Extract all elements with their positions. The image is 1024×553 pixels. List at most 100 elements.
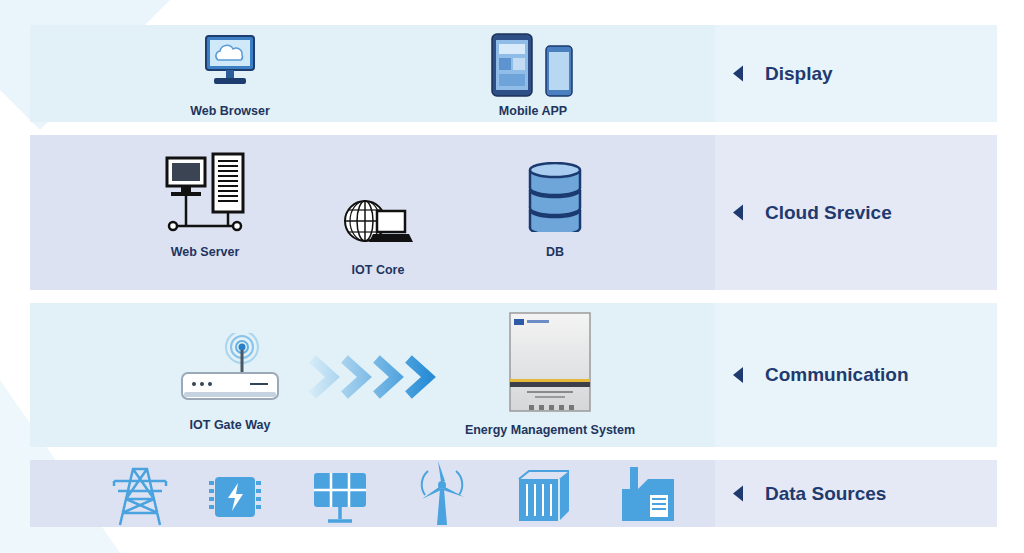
icon-part xyxy=(510,379,590,382)
icon-part xyxy=(209,481,214,485)
component-item: Web Browser xyxy=(186,32,274,119)
icon-part xyxy=(241,350,244,375)
icon-part xyxy=(513,58,525,70)
icon-part xyxy=(213,154,243,212)
icon-part xyxy=(549,405,554,410)
band-highlight xyxy=(715,25,997,122)
icon-part xyxy=(172,163,200,181)
wind-turbine-icon xyxy=(437,489,447,525)
component-item: Mobile APP xyxy=(488,32,578,119)
icon-part xyxy=(499,74,525,86)
icon-part xyxy=(182,373,278,399)
icon-part xyxy=(535,396,565,398)
pointer-triangle xyxy=(733,486,743,502)
icon-part xyxy=(218,190,238,192)
icon-part xyxy=(239,344,246,351)
source-icon xyxy=(519,471,569,521)
icon-part xyxy=(218,165,238,167)
icon-part xyxy=(499,44,525,54)
icon-part xyxy=(192,382,196,386)
icon-part xyxy=(256,481,261,485)
icon-part xyxy=(169,222,177,230)
pylon-icon xyxy=(114,469,166,525)
source-icon xyxy=(622,467,674,521)
component-caption: Energy Management System xyxy=(461,423,639,438)
band-highlight xyxy=(715,460,997,527)
icon-part xyxy=(200,382,204,386)
icon-part xyxy=(218,180,238,182)
icon-part xyxy=(652,503,666,505)
icon-part xyxy=(492,34,532,96)
component-caption: IOT Gate Way xyxy=(180,418,280,433)
icon-part xyxy=(171,192,201,196)
layer-label: Cloud Srevice xyxy=(765,202,892,224)
icon-part xyxy=(527,391,573,393)
mobile-icon xyxy=(488,32,578,98)
icon-part xyxy=(422,461,464,499)
component-caption: Web Browser xyxy=(186,104,274,119)
icon-part xyxy=(539,405,544,410)
icon-part xyxy=(377,211,405,232)
band-highlight xyxy=(715,303,997,447)
icon-part xyxy=(530,163,580,177)
icon-part xyxy=(549,52,569,90)
icon-part xyxy=(227,212,230,226)
pointer-triangle xyxy=(733,66,743,82)
component-item: IOT Core xyxy=(343,195,413,278)
icon-part xyxy=(328,507,352,521)
icon-part xyxy=(256,497,261,501)
pointer-triangle xyxy=(733,367,743,383)
icon-part xyxy=(256,505,261,509)
container-icon xyxy=(519,471,569,521)
factory-icon xyxy=(622,467,674,521)
source-icon xyxy=(209,477,261,517)
layer-label: Data Sources xyxy=(765,483,886,505)
icon-part xyxy=(569,405,574,410)
component-caption: DB xyxy=(526,245,584,260)
component-item: Energy Management System xyxy=(461,312,639,438)
icon-part xyxy=(652,508,666,510)
icon-part xyxy=(526,484,528,516)
layer-label: Communication xyxy=(765,364,909,386)
battery-icon xyxy=(215,477,255,517)
bolt-mark xyxy=(228,483,243,511)
component-item: Web Server xyxy=(163,152,247,260)
icon-part xyxy=(510,382,590,387)
icon-part xyxy=(184,392,276,397)
source-icon xyxy=(314,473,366,521)
component-item: IOT Gate Way xyxy=(180,333,280,433)
icon-part xyxy=(256,489,261,493)
component-caption: IOT Core xyxy=(343,263,413,278)
icon-part xyxy=(499,58,511,70)
layer-band: Cloud Srevice Web ServerIOT Core DB xyxy=(30,135,997,290)
icon-part xyxy=(514,319,524,325)
icon-part xyxy=(185,196,188,226)
icon-part xyxy=(208,382,212,386)
browser-icon xyxy=(202,32,258,88)
icon-part xyxy=(218,175,238,177)
flow-chevrons xyxy=(312,359,428,395)
icon-part xyxy=(209,497,214,501)
icon-part xyxy=(226,70,234,78)
icon-part xyxy=(314,473,366,507)
db-icon xyxy=(526,162,584,232)
icon-part xyxy=(422,471,463,495)
icon-part xyxy=(214,78,246,84)
source-icon xyxy=(422,461,464,525)
server-icon xyxy=(163,152,247,236)
icon-part xyxy=(542,484,544,516)
icon-part xyxy=(209,489,214,493)
gateway-icon xyxy=(180,333,280,405)
icon-part xyxy=(218,185,238,187)
iotcore-icon xyxy=(343,195,413,247)
icon-part xyxy=(559,405,564,410)
component-item: DB xyxy=(526,162,584,260)
band-highlight xyxy=(715,135,997,290)
component-caption: Mobile APP xyxy=(488,104,578,119)
icon-part xyxy=(534,484,536,516)
icon-part xyxy=(218,170,238,172)
pointer-triangle xyxy=(733,205,743,221)
icon-part xyxy=(529,405,534,410)
